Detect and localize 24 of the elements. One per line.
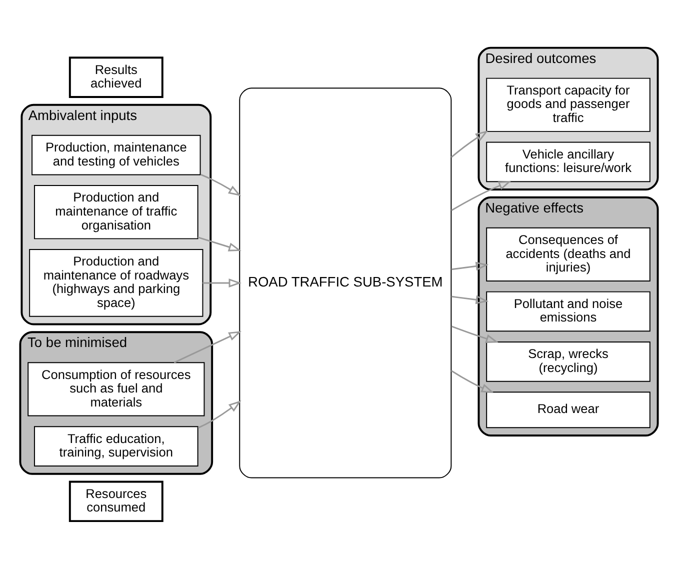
- node-box: Consequences of accidents (deaths and injuries): [486, 227, 650, 282]
- node-box: Resources consumed: [68, 480, 164, 522]
- node-box: Production and maintenance of traffic organisation: [34, 185, 198, 240]
- arrow: [450, 370, 494, 393]
- arrow: [174, 331, 242, 364]
- node-box: Road wear: [486, 392, 650, 428]
- node-box: ROAD TRAFFIC SUB-SYSTEM: [239, 88, 452, 478]
- node-box: Pollutant and noise emissions: [486, 291, 650, 332]
- arrow: [202, 278, 242, 288]
- arrow: [451, 262, 489, 271]
- node-box: Scrap, wrecks (recycling): [486, 342, 650, 382]
- node-box: Production and maintenance of roadways (highways and parking space): [29, 249, 204, 317]
- node-box: Vehicle ancillary functions: leisure/work: [486, 142, 650, 182]
- arrow: [451, 295, 489, 304]
- arrow: [198, 236, 242, 252]
- node-box: Results achieved: [68, 56, 164, 98]
- arrow: [200, 174, 242, 196]
- arrow: [450, 130, 488, 158]
- arrow: [450, 180, 512, 212]
- arrow: [451, 326, 499, 343]
- node-box: Production, maintenance and testing of vehicles: [32, 134, 201, 176]
- node-box: Traffic education, training, supervision: [34, 426, 198, 466]
- node-box: Consumption of resources such as fuel and materials: [28, 362, 205, 416]
- node-box: Transport capacity for goods and passenger traffic: [486, 78, 650, 132]
